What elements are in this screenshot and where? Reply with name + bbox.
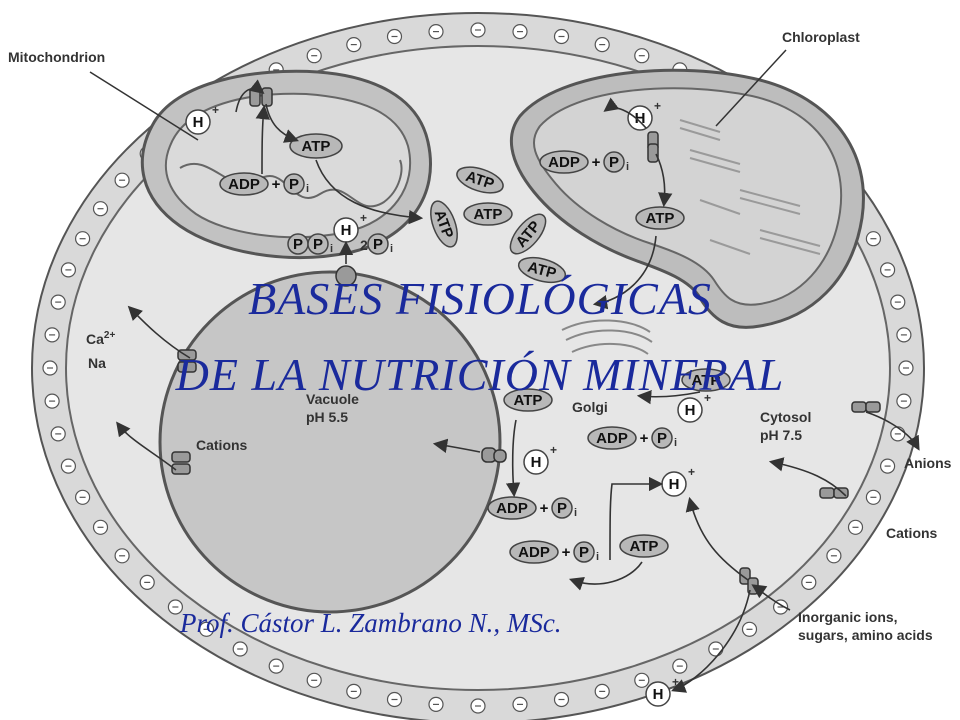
svg-text:+: +	[654, 99, 661, 113]
mitochondrion	[140, 69, 432, 260]
svg-text:ADP: ADP	[496, 500, 528, 517]
cytosol-label: Cytosol	[760, 409, 811, 425]
svg-text:ATP: ATP	[302, 138, 331, 155]
svg-text:P: P	[609, 154, 619, 171]
sodium-label: Na	[88, 355, 106, 371]
cations-vacuole-label: Cations	[196, 437, 248, 453]
svg-text:+: +	[704, 391, 711, 405]
atp-molecule: ATP	[619, 534, 669, 558]
svg-text:+: +	[688, 465, 695, 479]
svg-text:H: H	[685, 402, 696, 419]
title-line-1: BASES FISIOLÓGICAS	[248, 273, 712, 324]
svg-text:i: i	[330, 243, 333, 255]
proton: H+	[185, 103, 219, 135]
svg-text:+: +	[550, 443, 557, 457]
author-line: Prof. Cástor L. Zambrano N., MSc.	[180, 608, 562, 638]
svg-text:+: +	[562, 544, 571, 561]
svg-text:H: H	[193, 114, 204, 131]
proton: H+	[627, 99, 661, 131]
svg-text:ADP: ADP	[548, 154, 580, 171]
golgi-apparatus	[561, 319, 653, 355]
inorganic-label-line2: sugars, amino acids	[798, 627, 933, 643]
svg-text:P: P	[313, 236, 323, 253]
svg-text:+: +	[212, 103, 219, 117]
atp-molecule: ATP	[503, 388, 553, 412]
svg-text:ATP: ATP	[646, 210, 675, 227]
mitochondrion-pointer	[89, 71, 199, 141]
wall-charge-markers	[42, 22, 914, 714]
svg-text:H: H	[531, 454, 542, 471]
vacuole	[158, 270, 502, 614]
svg-text:+: +	[360, 211, 367, 225]
svg-text:P: P	[289, 176, 299, 193]
atp-molecule: ATP	[463, 202, 513, 226]
svg-text:i: i	[626, 161, 629, 173]
svg-text:P: P	[293, 236, 303, 253]
calcium-label: Ca2+	[86, 330, 115, 347]
transport-arrows	[116, 79, 920, 693]
svg-text:i: i	[574, 507, 577, 519]
svg-text:H: H	[653, 686, 664, 703]
title-line-2: DE LA NUTRICIÓN MINERAL	[175, 349, 785, 400]
atp-molecule: ATP	[517, 256, 567, 284]
golgi-label: Golgi	[572, 399, 608, 415]
svg-text:i: i	[306, 183, 309, 195]
vacuole-ph: pH 5.5	[306, 409, 348, 425]
svg-text:+: +	[592, 154, 601, 171]
cytosol-ph: pH 7.5	[760, 427, 802, 443]
atp-molecule: ATP	[635, 206, 685, 230]
svg-text:P: P	[557, 500, 567, 517]
chloroplast-pointer	[715, 49, 787, 127]
svg-text:ADP: ADP	[596, 430, 628, 447]
proton: H+	[523, 443, 557, 475]
svg-text:i: i	[390, 243, 393, 255]
svg-text:H: H	[669, 476, 680, 493]
svg-text:i: i	[674, 437, 677, 449]
proton: H+	[677, 391, 711, 423]
svg-text:ATP: ATP	[692, 372, 721, 389]
vacuole-label: Vacuole	[306, 391, 359, 407]
svg-text:+: +	[640, 430, 649, 447]
chloroplast	[509, 68, 865, 329]
chloroplast-label: Chloroplast	[782, 29, 860, 45]
mitochondrion-label: Mitochondrion	[8, 49, 105, 65]
svg-text:i: i	[596, 551, 599, 563]
cations-right-label: Cations	[886, 525, 938, 541]
svg-text:ADP: ADP	[228, 176, 260, 193]
svg-text:+: +	[672, 675, 679, 689]
atp-molecule: ATP	[681, 368, 731, 392]
svg-text:2: 2	[360, 237, 368, 253]
svg-text:ATP: ATP	[514, 392, 543, 409]
anions-label: Anions	[904, 455, 952, 471]
svg-text:ATP: ATP	[474, 206, 503, 223]
atp-molecule: ATP	[289, 133, 343, 159]
svg-text:ADP: ADP	[518, 544, 550, 561]
svg-text:ATP: ATP	[526, 259, 558, 283]
svg-text:ATP: ATP	[630, 538, 659, 555]
svg-text:+: +	[272, 176, 281, 193]
svg-text:P: P	[579, 544, 589, 561]
svg-text:P: P	[657, 430, 667, 447]
pyrophosphate: P P i 2 P i	[287, 233, 393, 255]
inorganic-label-line1: Inorganic ions,	[798, 609, 898, 625]
svg-text:H: H	[341, 222, 352, 239]
svg-text:P: P	[373, 236, 383, 253]
svg-text:H: H	[635, 110, 646, 127]
svg-text:+: +	[540, 500, 549, 517]
